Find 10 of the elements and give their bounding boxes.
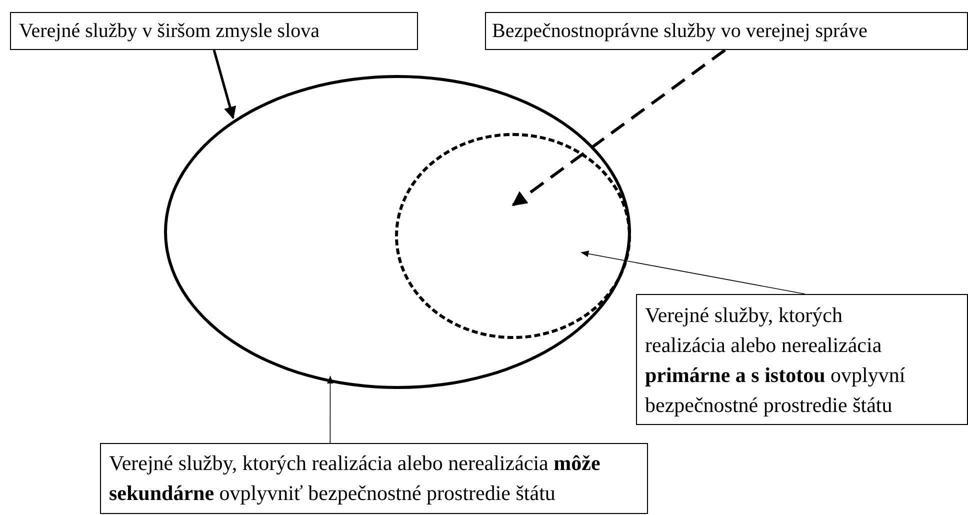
dashed-ellipse — [395, 133, 631, 339]
arrow — [212, 50, 236, 120]
arrow — [327, 376, 334, 444]
arrow — [580, 250, 806, 294]
text-box: Verejné služby v širšom zmysle slova — [10, 12, 418, 50]
text-box: Bezpečnostnoprávne služby vo verejnej správe — [485, 12, 968, 50]
text-box: Verejné služby, ktorých realizácia alebo nerealizácia primárne a s istotou ovplyvní bezpečnostné prostredie štátu — [636, 294, 968, 425]
text-box: Verejné služby, ktorých realizácia alebo nerealizácia môže sekundárne ovplyvniť bezpečnostné prostredie štátu — [100, 443, 648, 514]
ellipse — [164, 75, 631, 389]
arrow — [512, 48, 726, 206]
